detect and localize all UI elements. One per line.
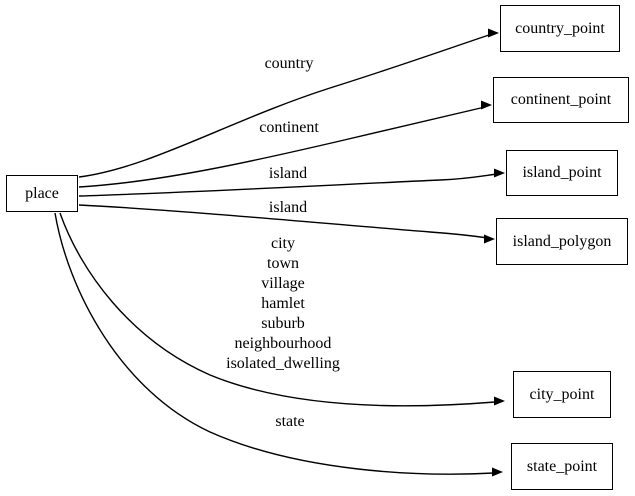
edge-country: [78, 33, 493, 178]
edge-state: [54, 212, 495, 475]
node-continent-point[interactable]: continent_point: [493, 77, 629, 123]
edge-label-continent: continent: [259, 119, 319, 136]
edge-label-island-point: island: [268, 165, 308, 182]
node-place[interactable]: place: [6, 175, 78, 212]
edge-state-arrowhead: [492, 467, 503, 477]
edge-island-polygon-arrowhead: [484, 234, 495, 244]
node-island-polygon-label: island_polygon: [512, 232, 612, 250]
edge-island-polygon: [78, 204, 489, 239]
node-island-point-label: island_point: [522, 164, 602, 181]
edge-country-arrowhead: [488, 28, 499, 38]
edge-city-arrowhead: [494, 396, 505, 406]
edge-island-point: [78, 173, 498, 197]
node-island-polygon[interactable]: island_polygon: [496, 218, 628, 265]
edge-city: [59, 212, 496, 407]
node-state-point[interactable]: state_point: [511, 443, 613, 490]
edge-label-island-polygon: island: [268, 199, 308, 216]
node-city-point-label: city_point: [529, 385, 595, 403]
node-city-point[interactable]: city_point: [513, 371, 611, 418]
edge-label-country: country: [264, 55, 314, 72]
node-country-point[interactable]: country_point: [500, 5, 620, 52]
edge-label-city: city town village hamlet suburb neighbou…: [226, 235, 340, 372]
node-place-label: place: [25, 184, 59, 202]
edge-label-state: state: [275, 413, 305, 430]
node-continent-point-label: continent_point: [510, 91, 612, 108]
edge-island-point-arrowhead: [494, 168, 505, 178]
node-island-point[interactable]: island_point: [506, 150, 618, 196]
node-country-point-label: country_point: [515, 19, 605, 37]
edge-continent-arrowhead: [481, 100, 492, 110]
edge-continent: [78, 106, 486, 188]
node-state-point-label: state_point: [526, 457, 598, 475]
